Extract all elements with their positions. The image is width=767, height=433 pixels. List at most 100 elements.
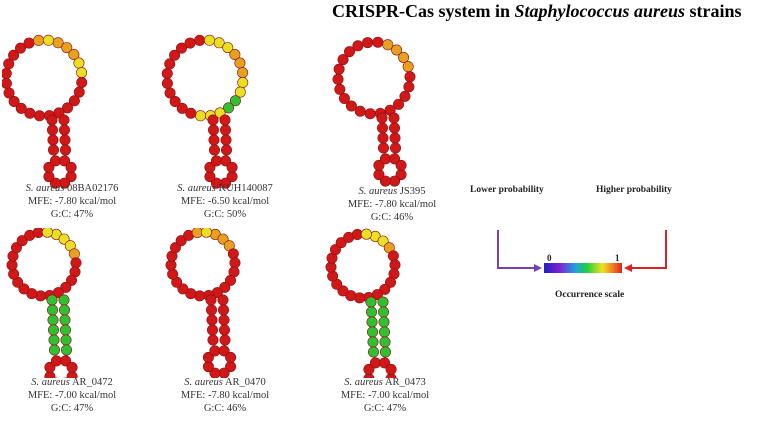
nucleotide: [378, 297, 388, 307]
nucleotide: [221, 145, 231, 155]
panel-caption: S. aureus AR_0470 MFE: -7.80 kcal/mol G:…: [155, 376, 295, 415]
nucleotide: [367, 327, 377, 337]
nucleotide: [404, 82, 414, 92]
structure-panel-5: S. aureus AR_0470 MFE: -7.80 kcal/mol G:…: [155, 228, 295, 433]
nucleotide: [33, 35, 43, 45]
nucleotide: [201, 228, 211, 237]
nucleotide: [209, 135, 219, 145]
legend-graphic: [470, 175, 690, 275]
nucleotide: [166, 260, 176, 270]
nucleotide: [61, 335, 71, 345]
nucleotide: [365, 109, 375, 119]
structure-panel-4: S. aureus AR_0472 MFE: -7.00 kcal/mol G:…: [2, 228, 142, 433]
nucleotide: [390, 260, 400, 270]
scale-max-label: 1: [615, 253, 620, 263]
nucleotide: [208, 115, 218, 125]
nucleotide: [69, 249, 79, 259]
nucleotide: [389, 113, 399, 123]
nucleotide: [206, 305, 216, 315]
nucleotide: [396, 160, 406, 170]
nucleotide: [48, 325, 58, 335]
hairpin-structure: [155, 228, 295, 378]
nucleotide: [378, 143, 388, 153]
nucleotide: [327, 271, 337, 281]
nucleotide: [333, 74, 343, 84]
nucleotide: [208, 335, 218, 345]
nucleotide: [60, 135, 70, 145]
nucleotide: [60, 325, 70, 335]
nucleotide: [61, 345, 71, 355]
nucleotide: [377, 123, 387, 133]
occurrence-scale-label: Occurrence scale: [555, 290, 624, 300]
nucleotide: [390, 143, 400, 153]
nucleotide: [162, 68, 172, 78]
nucleotide: [227, 162, 237, 172]
nucleotide: [366, 307, 376, 317]
panel-caption: S. aureus AR_0472 MFE: -7.00 kcal/mol G:…: [2, 376, 142, 415]
nucleotide: [34, 111, 44, 121]
right-arrow-icon: [626, 230, 666, 268]
nucleotide: [50, 156, 60, 166]
nucleotide: [380, 154, 390, 164]
nucleotide: [209, 145, 219, 155]
nucleotide: [334, 64, 344, 74]
nucleotide: [42, 228, 52, 237]
nucleotide: [49, 345, 59, 355]
nucleotide: [59, 295, 69, 305]
nucleotide: [339, 93, 349, 103]
nucleotide: [220, 115, 230, 125]
nucleotide: [207, 315, 217, 325]
nucleotide: [2, 78, 12, 88]
hairpin-structure: [2, 228, 142, 378]
panel-caption: S. aureus 08BA02176 MFE: -7.80 kcal/mol …: [2, 182, 142, 221]
nucleotide: [368, 337, 378, 347]
nucleotide: [379, 317, 389, 327]
nucleotide: [47, 295, 57, 305]
nucleotide: [218, 305, 228, 315]
nucleotide: [405, 72, 415, 82]
nucleotide: [2, 68, 11, 78]
nucleotide: [389, 123, 399, 133]
nucleotide: [398, 52, 408, 62]
nucleotide: [377, 113, 387, 123]
nucleotide: [403, 61, 413, 71]
hairpin-structure: [315, 228, 455, 378]
left-arrowhead-icon: [534, 264, 542, 272]
nucleotide: [218, 295, 228, 305]
nucleotide: [378, 307, 388, 317]
nucleotide: [51, 356, 61, 366]
nucleotide: [49, 335, 59, 345]
nucleotide: [388, 251, 398, 261]
nucleotide: [207, 325, 217, 335]
nucleotide: [353, 41, 363, 51]
nucleotide: [48, 135, 58, 145]
nucleotide: [221, 135, 231, 145]
nucleotide: [390, 133, 400, 143]
nucleotide: [47, 125, 57, 135]
occurrence-legend: Lower probability Higher probability 0 1: [470, 175, 690, 275]
nucleotide: [230, 258, 240, 268]
hairpin-structure: [155, 30, 295, 190]
nucleotide: [66, 162, 76, 172]
nucleotide: [211, 156, 221, 166]
nucleotide: [194, 35, 204, 45]
structure-panel-1: S. aureus 08BA02176 MFE: -7.80 kcal/mol …: [2, 30, 142, 235]
nucleotide: [33, 228, 43, 238]
structure-panel-3: S. aureus JS395 MFE: -7.80 kcal/mol G:C:…: [322, 30, 462, 235]
nucleotide: [76, 67, 86, 77]
nucleotide: [374, 169, 384, 179]
nucleotide: [77, 77, 87, 87]
panel-caption: S. aureus KUH140087 MFE: -6.50 kcal/mol …: [155, 182, 295, 221]
nucleotide: [24, 38, 34, 48]
structure-panel-6: S. aureus AR_0473 MFE: -7.00 kcal/mol G:…: [315, 228, 455, 433]
nucleotide: [59, 125, 69, 135]
structure-panel-2: S. aureus KUH140087 MFE: -6.50 kcal/mol …: [155, 30, 295, 235]
nucleotide: [228, 249, 238, 259]
nucleotide: [237, 67, 247, 77]
nucleotide: [367, 317, 377, 327]
nucleotide: [167, 269, 177, 279]
nucleotide: [192, 228, 202, 238]
nucleotide: [368, 347, 378, 357]
nucleotide: [74, 58, 84, 68]
page-title: CRISPR-Cas system in Staphylococcus aure…: [332, 1, 767, 22]
